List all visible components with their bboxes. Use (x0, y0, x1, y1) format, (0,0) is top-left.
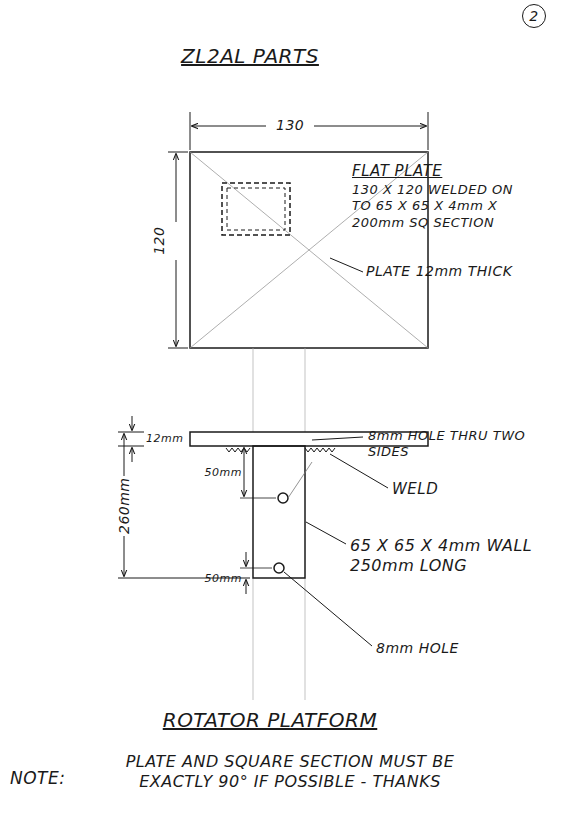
dimension-line (176, 260, 177, 346)
projection-line (305, 578, 306, 700)
weld-bead (226, 448, 250, 452)
projection-line (305, 348, 306, 432)
leader-line (288, 462, 312, 498)
note-text: PLATE AND SQUARE SECTION MUST BE EXACTLY… (110, 752, 470, 792)
weld-bead (305, 448, 335, 452)
drawing-caption: ROTATOR PLATFORM (130, 708, 410, 733)
sheet-number: 2 (522, 4, 546, 28)
part-note: 8mm HOLE THRU TWO SIDES (368, 428, 528, 461)
dimension-line (246, 580, 247, 594)
projection-line (253, 348, 254, 432)
projection-line (253, 578, 254, 700)
part-note: WELD (392, 480, 438, 499)
extension-line (168, 152, 188, 153)
dimension-line (176, 154, 177, 222)
hidden-tube-bore (227, 188, 285, 230)
hidden-tube-outline (222, 183, 290, 235)
dimension-line (132, 448, 133, 462)
extension-line (118, 432, 144, 433)
sheet-title: ZL2AL PARTS (140, 44, 360, 69)
part-note: PLATE 12mm THICK (366, 263, 566, 281)
extension-line (168, 348, 188, 349)
dimension-line (192, 126, 266, 127)
dimension-line (124, 536, 125, 576)
extension-line (240, 498, 276, 499)
extension-line (240, 568, 272, 569)
leader-line (306, 522, 346, 544)
leader-line (330, 258, 363, 272)
extension-line (428, 112, 429, 150)
extension-line (190, 112, 191, 150)
part-note: 65 X 65 X 4mm WALL 250mm LONG (350, 536, 540, 576)
centre-diagonal (190, 152, 428, 348)
dimension: 260mm (115, 478, 133, 535)
dimension-line (246, 552, 247, 566)
dimension: 130 (276, 117, 304, 135)
dimension: 50mm (196, 572, 242, 586)
extension-line (118, 446, 144, 447)
part-note: 130 X 120 WELDED ON TO 65 X 65 X 4mm X 2… (352, 182, 532, 231)
plate-top-view (190, 152, 428, 348)
dimension: 120 (151, 227, 169, 255)
leader-line (284, 572, 372, 646)
dimension-line (314, 126, 426, 127)
leader-line (312, 437, 363, 440)
dimension-line (244, 448, 245, 496)
centre-diagonal (190, 152, 428, 348)
dimension-line (132, 416, 133, 430)
dimension-line (124, 434, 125, 476)
part-name: FLAT PLATE (352, 162, 442, 181)
part-note: 8mm HOLE (376, 640, 459, 658)
square-tube (253, 446, 305, 578)
note-heading: NOTE: (10, 768, 65, 789)
dimension: 50mm (198, 466, 242, 480)
bolt-hole (274, 563, 284, 573)
bolt-hole (278, 493, 288, 503)
dimension: 12mm (146, 432, 183, 446)
